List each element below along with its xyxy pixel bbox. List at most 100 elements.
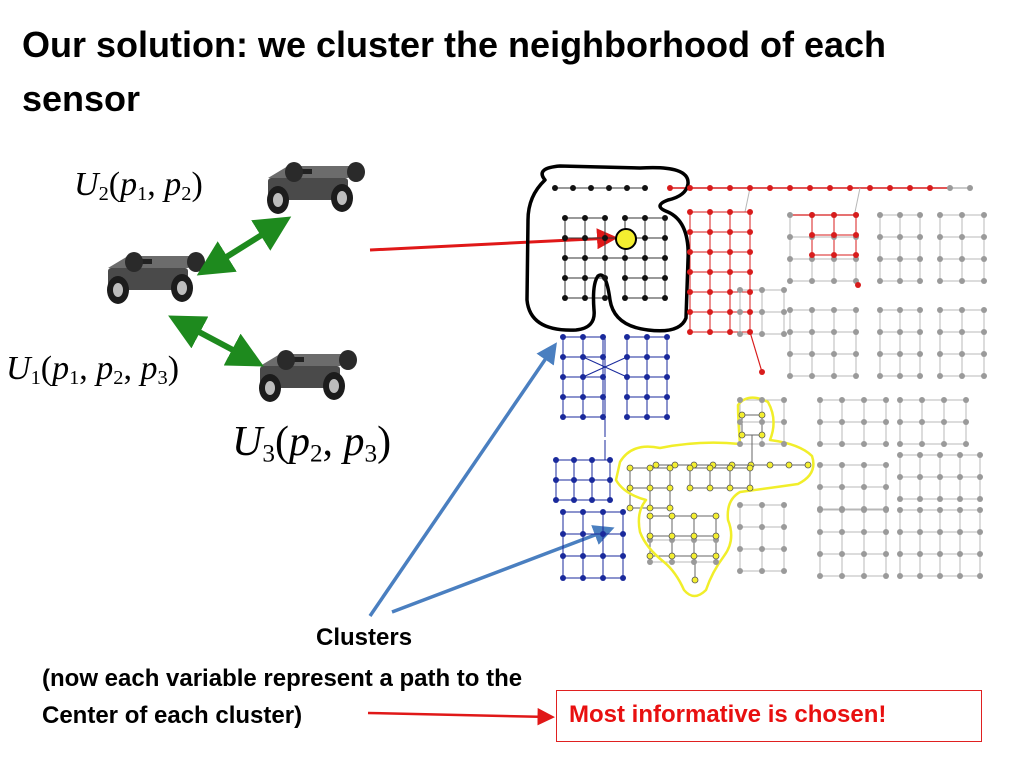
graph-node [588, 185, 594, 191]
graph-node [787, 278, 793, 284]
graph-node [907, 185, 913, 191]
graph-node [817, 441, 823, 447]
graph-node [626, 484, 634, 492]
graph-node [746, 464, 754, 472]
graph-node [664, 394, 670, 400]
graph-node [713, 559, 719, 565]
graph-node [644, 334, 650, 340]
graph-node [861, 462, 867, 468]
clusters-label: Clusters [316, 624, 413, 651]
graph-node [642, 215, 648, 221]
graph-node [666, 504, 674, 512]
graph-node [580, 334, 586, 340]
graph-node [727, 185, 733, 191]
graph-node [937, 234, 943, 240]
graph-node [580, 414, 586, 420]
graph-node [937, 256, 943, 262]
graph-node [937, 278, 943, 284]
graph-node [624, 414, 630, 420]
graph-node [759, 309, 765, 315]
graph-node [809, 212, 815, 218]
graph-node [809, 329, 815, 335]
graph-node [937, 212, 943, 218]
graph-node [917, 496, 923, 502]
graph-node [897, 496, 903, 502]
graph-node [737, 441, 743, 447]
graph-node [787, 373, 793, 379]
graph-node [669, 559, 675, 565]
graph-node [687, 209, 693, 215]
graph-node [963, 397, 969, 403]
graph-node [809, 232, 815, 238]
graph-node [560, 414, 566, 420]
graph-node [804, 461, 812, 469]
graph-node [981, 278, 987, 284]
graph-node [687, 229, 693, 235]
graph-node [959, 234, 965, 240]
graph-node [624, 374, 630, 380]
graph-node [831, 252, 837, 258]
graph-node [937, 474, 943, 480]
graph-node [737, 331, 743, 337]
graph-node [624, 334, 630, 340]
graph-node [687, 329, 693, 335]
graph-node [747, 249, 753, 255]
graph-node [622, 275, 628, 281]
graph-node [839, 573, 845, 579]
graph-node [642, 255, 648, 261]
graph-node [785, 461, 793, 469]
graph-node [959, 278, 965, 284]
graph-node [727, 229, 733, 235]
graph-node [600, 354, 606, 360]
graph-node [781, 502, 787, 508]
selected-cluster-outline [525, 164, 690, 333]
graph-node [959, 373, 965, 379]
graph-node [941, 419, 947, 425]
graph-node [759, 397, 765, 403]
graph-node [580, 354, 586, 360]
graph-node [607, 457, 613, 463]
graph-node [957, 573, 963, 579]
graph-node [571, 497, 577, 503]
graph-node [839, 441, 845, 447]
graph-node [897, 234, 903, 240]
graph-node [807, 185, 813, 191]
graph-node [600, 553, 606, 559]
graph-node [690, 512, 698, 520]
graph-node [897, 529, 903, 535]
graph-node [853, 373, 859, 379]
graph-node [817, 573, 823, 579]
graph-node [981, 256, 987, 262]
graph-node [781, 546, 787, 552]
graph-edge [744, 187, 751, 213]
graph-node [687, 185, 693, 191]
graph-node [781, 441, 787, 447]
graph-node [553, 497, 559, 503]
graph-node [817, 507, 823, 513]
graph-node [647, 559, 653, 565]
red-arrow-to-chosen [367, 707, 555, 726]
graph-node [624, 394, 630, 400]
graph-node [787, 307, 793, 313]
graph-node [687, 309, 693, 315]
blue-arrow-upper [368, 342, 557, 617]
graph-node [562, 235, 568, 241]
graph-node [644, 374, 650, 380]
graph-node [737, 287, 743, 293]
link-arrow-top [196, 216, 292, 276]
graph-node [897, 507, 903, 513]
graph-node [917, 551, 923, 557]
graph-node [981, 212, 987, 218]
graph-node [897, 256, 903, 262]
graph-node [853, 351, 859, 357]
graph-node [624, 185, 630, 191]
graph-node [602, 235, 608, 241]
graph-node [839, 397, 845, 403]
graph-node [883, 529, 889, 535]
graph-node [853, 329, 859, 335]
utility-u1: U1(p1, p2, p3) [6, 350, 180, 390]
graph-node [853, 252, 859, 258]
graph-node [580, 575, 586, 581]
graph-node [664, 374, 670, 380]
